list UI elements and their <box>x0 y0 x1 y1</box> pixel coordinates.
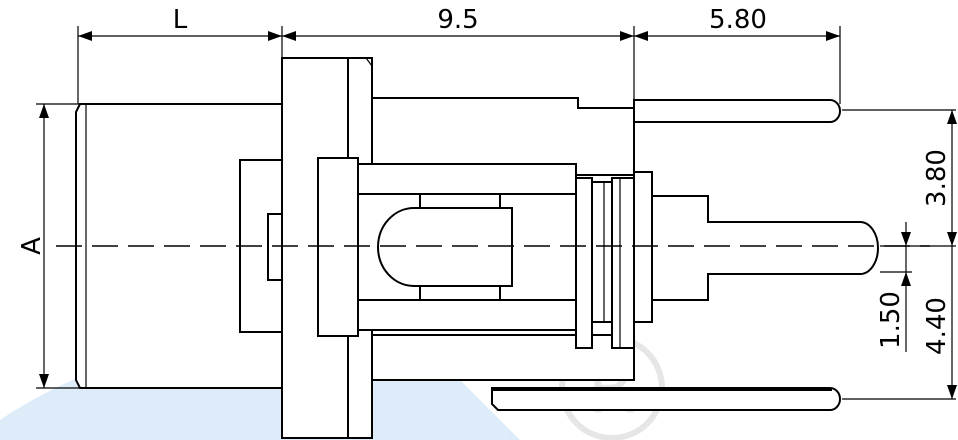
connector-body <box>75 57 879 439</box>
dim-label-a: A <box>17 237 47 255</box>
dim-label-1-50: 1.50 <box>876 291 906 349</box>
dimension-right: 3.80 1.50 4.40 <box>842 109 957 400</box>
dim-label-9-5: 9.5 <box>437 5 478 35</box>
center-housing <box>317 157 359 337</box>
dimension-left: A <box>17 103 80 389</box>
top-lead <box>633 99 841 123</box>
center-pin <box>651 195 879 301</box>
center-sleeve <box>377 207 513 287</box>
dimension-top: L 9.5 5.80 <box>77 5 841 104</box>
bottom-lead <box>491 387 841 411</box>
dim-label-5-80: 5.80 <box>709 5 767 35</box>
dim-label-3-80: 3.80 <box>922 149 952 207</box>
dim-label-4-40: 4.40 <box>922 297 952 355</box>
dim-label-l: L <box>173 5 188 35</box>
